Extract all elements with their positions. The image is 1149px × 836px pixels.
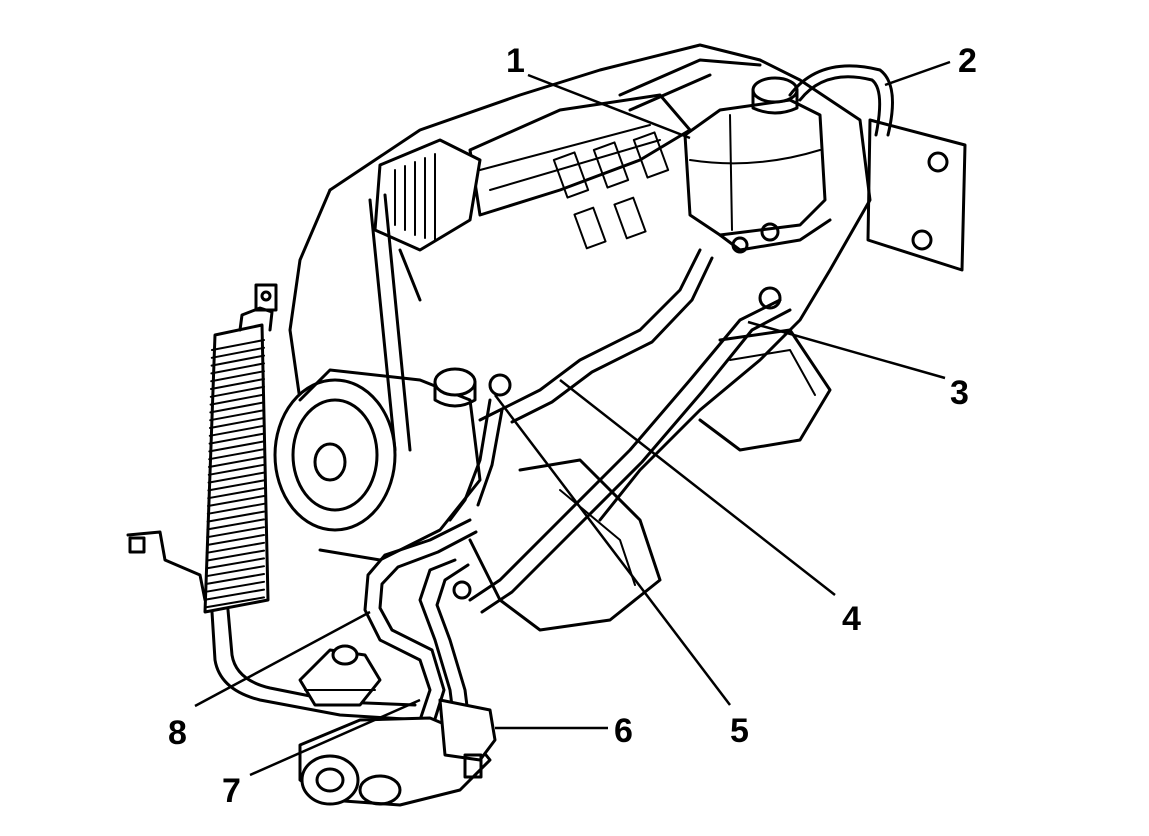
cooler-fin bbox=[206, 518, 265, 531]
leader-lines bbox=[194, 60, 951, 777]
callout-4: 4 bbox=[842, 600, 861, 638]
callout-1: 1 bbox=[506, 42, 525, 80]
leader-2 bbox=[884, 60, 951, 87]
cooler-fin bbox=[208, 440, 265, 453]
cooler-fin bbox=[205, 549, 265, 562]
cooler-fin bbox=[210, 362, 265, 375]
callout-2: 2 bbox=[958, 42, 977, 80]
leader-5 bbox=[494, 394, 731, 706]
cooler-fin bbox=[205, 557, 265, 570]
cooler-fin bbox=[209, 385, 265, 398]
cooler-fin bbox=[205, 573, 265, 585]
cooler-fin bbox=[210, 346, 265, 359]
callout-8: 8 bbox=[168, 714, 187, 752]
cooler-fin bbox=[206, 510, 265, 523]
leader-3 bbox=[747, 320, 946, 380]
cooler-fin bbox=[205, 565, 265, 578]
cooler-fin bbox=[208, 456, 265, 468]
cooler-fin bbox=[207, 487, 265, 500]
cooler-fin bbox=[204, 580, 265, 593]
cooler-fin bbox=[206, 534, 265, 546]
cooler-fin bbox=[209, 417, 265, 429]
cooler-fin bbox=[209, 393, 265, 406]
callout-7: 7 bbox=[222, 772, 241, 810]
cooler-fin bbox=[205, 541, 265, 554]
cooler-fin bbox=[208, 448, 265, 461]
callout-3: 3 bbox=[950, 374, 969, 412]
cooler-fin bbox=[207, 463, 265, 476]
cooler-fin bbox=[206, 526, 265, 539]
cooler-fin bbox=[210, 378, 265, 390]
leader-4 bbox=[559, 379, 836, 596]
leader-8 bbox=[194, 610, 371, 708]
cooler-fin bbox=[209, 401, 265, 414]
cooler-fin bbox=[207, 479, 265, 492]
cooler-fin bbox=[210, 354, 265, 367]
cooler-fin bbox=[207, 495, 265, 507]
callout-6: 6 bbox=[614, 712, 633, 750]
cooler-fin bbox=[208, 424, 265, 437]
cooler-fin bbox=[209, 409, 265, 422]
cooler-fin bbox=[206, 502, 265, 515]
cooler-fin bbox=[208, 432, 265, 445]
cooler-fin bbox=[204, 596, 265, 609]
engine-block-drawing bbox=[126, 43, 967, 632]
callout-labels: 1 2 3 4 5 6 7 8 bbox=[168, 42, 977, 810]
callout-5: 5 bbox=[730, 712, 749, 750]
hose-routing bbox=[363, 248, 792, 732]
cooler-fin bbox=[210, 370, 265, 383]
leader-7 bbox=[249, 698, 421, 777]
cooler-fin bbox=[207, 471, 265, 484]
steering-gear bbox=[298, 644, 497, 807]
cooler-fin bbox=[204, 588, 265, 601]
leader-1 bbox=[527, 73, 691, 140]
cooler-fin bbox=[211, 339, 265, 351]
